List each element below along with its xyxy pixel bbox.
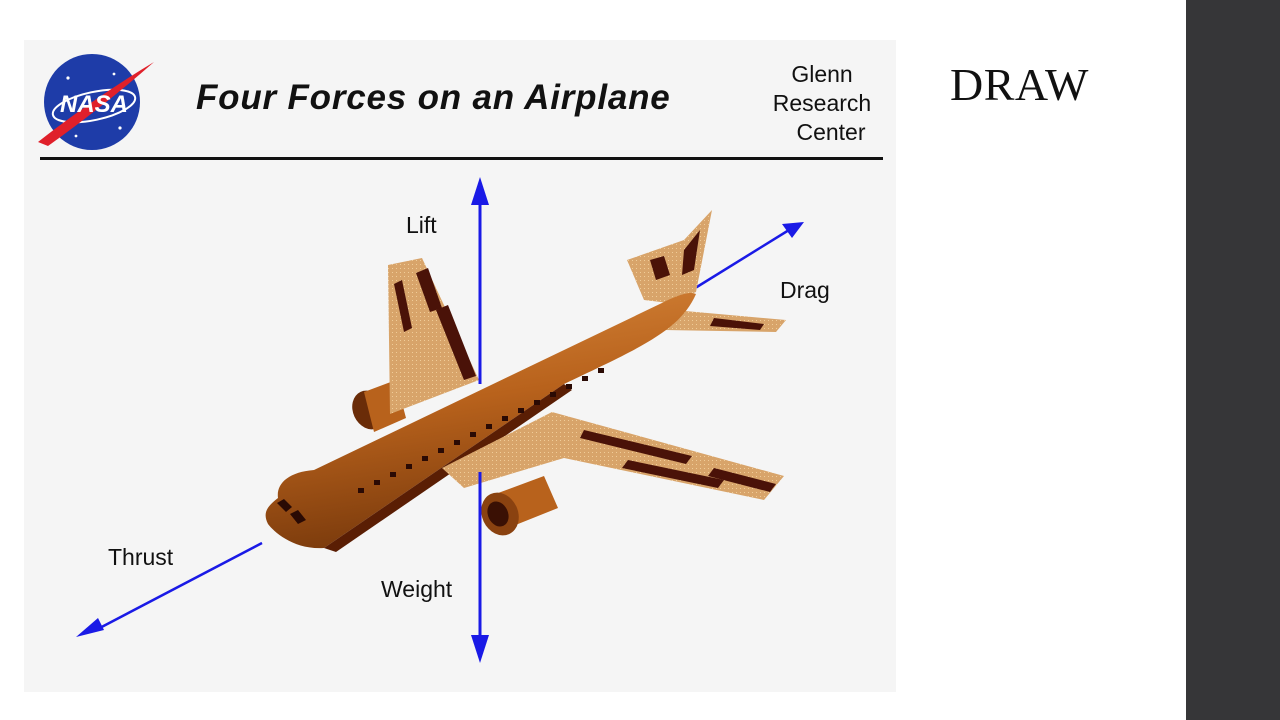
org-line-2: Research bbox=[772, 90, 872, 116]
thrust-label: Thrust bbox=[108, 544, 174, 570]
org-line-3: Center bbox=[796, 119, 866, 145]
drag-label: Drag bbox=[780, 277, 830, 303]
logo-text: NASA bbox=[60, 91, 128, 118]
organization-name: Glenn Research Center bbox=[762, 60, 882, 147]
slide-heading: DRAW bbox=[950, 59, 1089, 110]
cabin-windows bbox=[358, 368, 604, 493]
thrust-arrow bbox=[76, 541, 263, 637]
diagram-canvas: NASA bbox=[38, 54, 804, 663]
airplane-illustration bbox=[265, 210, 786, 552]
weight-label: Weight bbox=[381, 576, 453, 602]
four-forces-diagram: NASA bbox=[24, 40, 896, 692]
diagram-title: Four Forces on an Airplane bbox=[196, 78, 671, 117]
drag-arrow bbox=[691, 222, 804, 292]
slide-sidebar bbox=[1186, 0, 1280, 720]
nasa-logo: NASA bbox=[38, 54, 154, 150]
org-line-1: Glenn bbox=[791, 61, 853, 87]
lift-label: Lift bbox=[406, 212, 437, 238]
title-divider bbox=[40, 157, 883, 160]
lift-weight-arrow bbox=[471, 177, 489, 663]
